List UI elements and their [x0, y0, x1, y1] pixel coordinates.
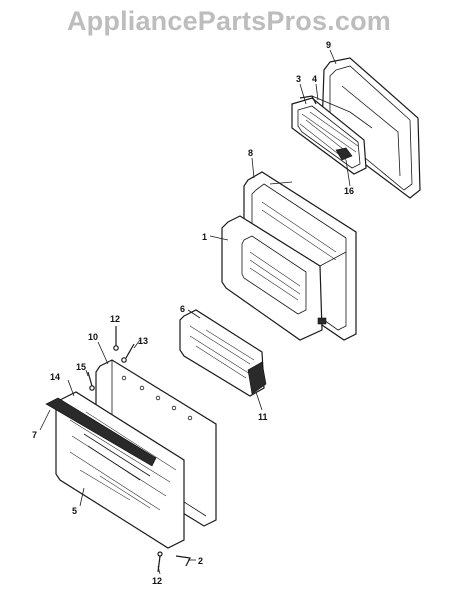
callout-1: 1	[202, 232, 207, 242]
callout-9: 9	[326, 40, 331, 50]
callout-12-top: 12	[110, 314, 120, 324]
rear-panel-assembly	[291, 57, 421, 199]
inner-door-panel	[221, 215, 347, 341]
callout-6: 6	[180, 304, 185, 314]
watermark-text: AppliancePartsPros.com	[66, 6, 391, 36]
callout-4: 4	[312, 74, 317, 84]
callout-7: 7	[32, 430, 37, 440]
hardware-fasteners	[87, 326, 191, 573]
front-glass-panel	[45, 391, 185, 549]
callout-2: 2	[198, 556, 203, 566]
callout-14: 14	[50, 372, 60, 382]
callout-13: 13	[138, 336, 148, 346]
callout-11: 11	[258, 412, 268, 422]
callout-5: 5	[72, 506, 77, 516]
leader-lines	[39, 49, 351, 575]
callout-10: 10	[88, 332, 98, 342]
callout-12-bottom: 12	[152, 576, 162, 586]
part-callouts: 9 3 4 16 8 1 6 11 12 13 10 15 14 7 5 2 1…	[32, 40, 354, 586]
callout-8: 8	[248, 148, 253, 158]
callout-3: 3	[296, 74, 301, 84]
callout-15: 15	[76, 362, 86, 372]
window-glass-pane	[179, 309, 267, 397]
callout-16: 16	[344, 186, 354, 196]
